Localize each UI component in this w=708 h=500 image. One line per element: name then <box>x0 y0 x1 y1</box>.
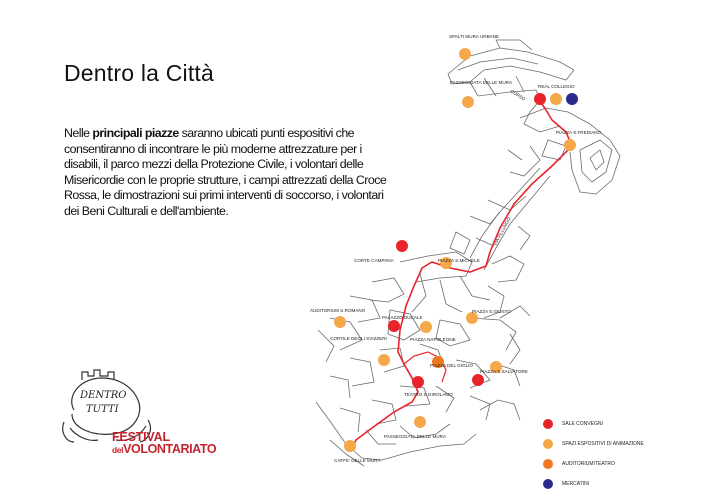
label-caffe-mura: CAFFE' DELLE MURA <box>334 458 382 463</box>
marker-auditorium-romano <box>334 316 346 328</box>
street-lines <box>315 39 621 467</box>
label-piazza-frediano: PIAZZA S.FREDIANO <box>556 130 602 135</box>
route-path <box>351 97 573 449</box>
marker-spalti <box>459 48 471 60</box>
festival-volontariato: VOLONTARIATO <box>123 442 217 456</box>
marker-cortile-svizzeri <box>378 354 390 366</box>
legend-item: MERCATINI <box>543 474 693 494</box>
description-text: Nelle principali piazze saranno ubicati … <box>64 126 394 220</box>
marker-piazza-michele <box>440 257 452 269</box>
label-real-collegio: REAL COLLEGIO <box>538 84 575 89</box>
marker-caffe-mura <box>344 440 356 452</box>
festival-logo: DENTRO TUTTI <box>62 369 152 443</box>
festival-del: del <box>112 445 124 455</box>
label-piazza-giglio: PIAZZA DEL GIGLIO <box>430 363 473 368</box>
marker-piazza-giusto <box>466 312 478 324</box>
marker-teatro <box>412 376 424 388</box>
page-title: Dentro la Città <box>64 60 215 86</box>
marker-palazzo-ducale-2 <box>420 321 432 333</box>
legend-dot-mercatini <box>543 479 553 489</box>
label-spalti: SPALTI MURA URBANE <box>449 34 499 39</box>
legend-item: AUDITORIUM/TEATRO <box>543 454 693 474</box>
marker-spazi-top <box>550 93 562 105</box>
label-piazza-napoleone: PIAZZA NAPOLEONE <box>410 337 456 342</box>
label-passeggiata-bottom: PASSEGGIATA DELLE MURA <box>384 434 447 439</box>
label-passeggiata-top: PASSEGGIATA DELLE MURA <box>450 80 513 85</box>
label-teatro-girolamo: TEATRO S.GIROLAMO <box>404 392 453 397</box>
legend-dot-spazi <box>543 439 553 449</box>
label-piazza-salvatore: PIAZZA S.SALVATORE <box>480 369 528 374</box>
label-via-fillungo: VIA FILLUNGO <box>492 216 511 246</box>
festival-line2: delVOLONTARIATO <box>112 442 217 456</box>
festival-wordmark: FESTIVAL delVOLONTARIATO <box>112 430 217 456</box>
marker-corte-campana <box>396 240 408 252</box>
logo-script-line2: TUTTI <box>86 404 120 415</box>
marker-passeggiata-bottom <box>414 416 426 428</box>
label-piazza-michele: PIAZZA S.MICHELE <box>438 258 480 263</box>
label-cortile-svizzeri: CORTILE DEGLI SVIZZERI <box>330 336 387 341</box>
legend-dot-auditorium <box>543 459 553 469</box>
legend-label: SALE CONVEGNI <box>562 421 603 427</box>
label-palazzo-ducale: PALAZZO DUCALE <box>382 315 423 320</box>
marker-frediano <box>564 139 576 151</box>
festival-line1: FESTIVAL <box>112 430 170 444</box>
legend-label: AUDITORIUM/TEATRO <box>562 461 615 467</box>
marker-piazza-salvatore <box>490 361 502 373</box>
description-pre: Nelle <box>64 126 93 140</box>
description-bold: principali piazze <box>92 126 179 140</box>
legend-label: SPAZI ESPOSITIVI DI ANIMAZIONE <box>562 441 644 447</box>
legend-item: SALE CONVEGNI <box>543 414 693 434</box>
map-legend: SALE CONVEGNI SPAZI ESPOSITIVI DI ANIMAZ… <box>543 414 693 494</box>
label-corte-campana: CORTE CAMPANA <box>354 258 395 263</box>
description-post: saranno ubicati punti espositivi che con… <box>64 126 387 218</box>
label-auditorium-romano: AUDITORIUM S.ROMANO <box>310 308 366 313</box>
marker-piazza-giglio <box>432 356 444 368</box>
logo-script-line1: DENTRO <box>79 390 126 401</box>
legend-dot-sale <box>543 419 553 429</box>
legend-item: SPAZI ESPOSITIVI DI ANIMAZIONE <box>543 434 693 454</box>
map-markers <box>334 48 578 452</box>
marker-palazzo-ducale-1 <box>388 320 400 332</box>
marker-mercatini <box>566 93 578 105</box>
legend-label: MERCATINI <box>562 481 590 487</box>
marker-salvatore-convegni <box>472 374 484 386</box>
route-branch <box>403 351 447 383</box>
marker-convegni-top-1 <box>534 93 546 105</box>
marker-passeggiata-top <box>462 96 474 108</box>
label-piazza-giusto: PIAZZA S.GIUSTO <box>472 309 511 314</box>
